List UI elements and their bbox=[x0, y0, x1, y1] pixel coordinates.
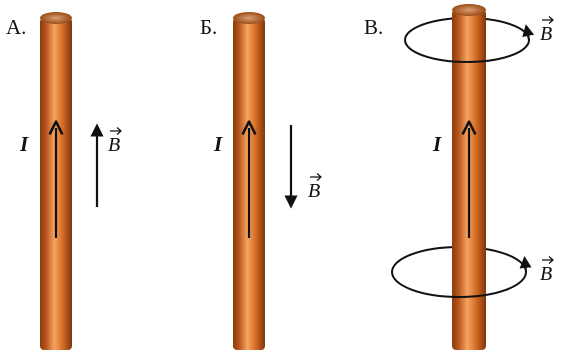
field-loop-top-front bbox=[404, 24, 535, 64]
svg-text:B: B bbox=[308, 180, 320, 202]
field-label-c-bottom: B bbox=[540, 256, 554, 285]
panel-c-label: В. bbox=[364, 15, 383, 39]
field-label-a: B bbox=[108, 127, 122, 156]
panel-a: А. I B bbox=[6, 12, 122, 350]
field-label-c-top: B bbox=[540, 16, 554, 45]
panel-c: В. I B B bbox=[364, 4, 554, 350]
svg-text:B: B bbox=[108, 134, 120, 156]
panel-b-label: Б. bbox=[200, 15, 217, 39]
current-label-a: I bbox=[19, 132, 29, 156]
panel-b: Б. I B bbox=[200, 12, 322, 350]
svg-text:B: B bbox=[540, 23, 552, 45]
current-label-b: I bbox=[213, 132, 223, 156]
panel-a-label: А. bbox=[6, 15, 26, 39]
field-loop-bottom-front bbox=[391, 256, 532, 299]
field-label-b: B bbox=[308, 173, 322, 202]
current-label-c: I bbox=[432, 132, 442, 156]
svg-text:B: B bbox=[540, 263, 552, 285]
